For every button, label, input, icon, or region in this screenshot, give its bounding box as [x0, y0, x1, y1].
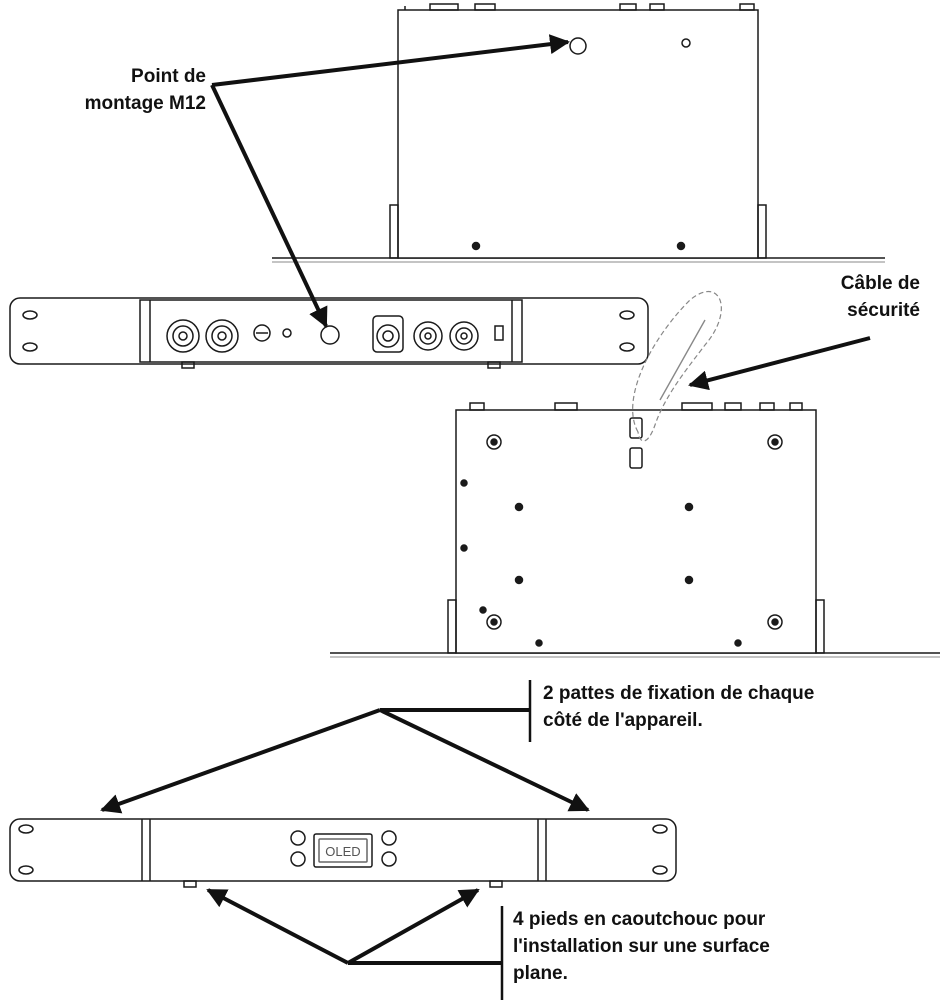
fuse-holder — [253, 324, 271, 342]
callout-arrows — [100, 34, 871, 965]
m12-mount-point-rear — [320, 325, 340, 345]
powercon-in-connector — [166, 319, 200, 353]
brackets-label: 2 pattes de fixation de chaque côté de l… — [543, 683, 815, 731]
arrow-to-top-mount — [211, 34, 570, 87]
xlr-connector-1 — [372, 315, 404, 353]
front-view-device — [9, 818, 677, 888]
menu-button-4 — [381, 851, 397, 867]
arrow-to-left-foot — [206, 888, 349, 965]
arrow-to-right-bracket — [379, 708, 590, 812]
m12-mount-point-top — [569, 37, 587, 55]
menu-button-1 — [290, 830, 306, 846]
xlr-connector-2 — [413, 321, 443, 351]
xlr-connector-3 — [449, 321, 479, 351]
rear-panel-device — [9, 297, 649, 369]
powercon-out-connector — [205, 319, 239, 353]
safety-cable-label: Câble de sécurité — [840, 273, 920, 321]
arrow-to-safety-cable — [688, 336, 871, 391]
safety-cable-loop — [632, 290, 722, 442]
mounting-point-label: Point de montage M12 — [84, 66, 206, 114]
rubber-feet-label: 4 pieds en caoutchouc pour l'installatio… — [513, 909, 770, 984]
oled-display-label: OLED — [325, 844, 360, 859]
oled-display — [313, 833, 373, 868]
arrow-to-left-bracket — [100, 708, 381, 814]
menu-button-2 — [290, 851, 306, 867]
bottom-view-device — [330, 402, 940, 658]
arrow-to-rear-mount — [210, 84, 328, 328]
top-view-device — [272, 3, 885, 263]
menu-button-3 — [381, 830, 397, 846]
arrow-to-right-foot — [347, 888, 480, 965]
